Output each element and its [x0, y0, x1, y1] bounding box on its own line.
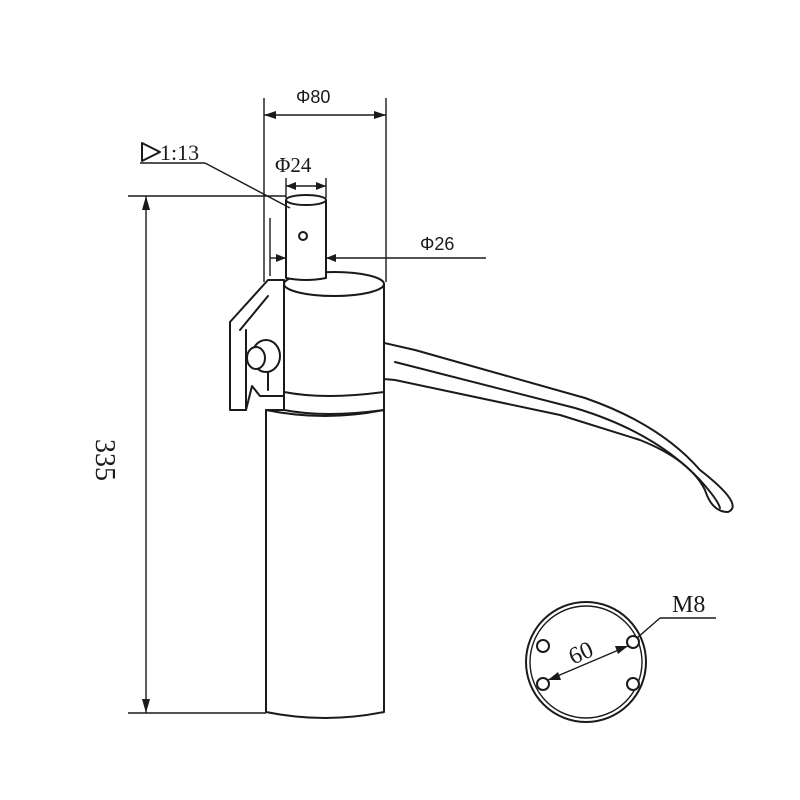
taper-symbol-icon	[141, 142, 161, 162]
bolt-hole-icon	[536, 635, 640, 691]
bolt-thread-label: M8	[672, 592, 705, 618]
pivot-knob	[246, 339, 281, 391]
pin-diameter-label: Φ24	[275, 153, 312, 177]
top-pin	[285, 194, 327, 281]
flange-detail	[525, 601, 716, 723]
height-label: 335	[89, 439, 120, 481]
outer-diameter-label: Φ80	[296, 87, 330, 107]
taper-ratio-label: 1:13	[160, 140, 199, 165]
dimension-lines	[128, 98, 486, 714]
pin-base-diameter-label: Φ26	[420, 234, 454, 254]
cylinder-body	[265, 409, 385, 719]
